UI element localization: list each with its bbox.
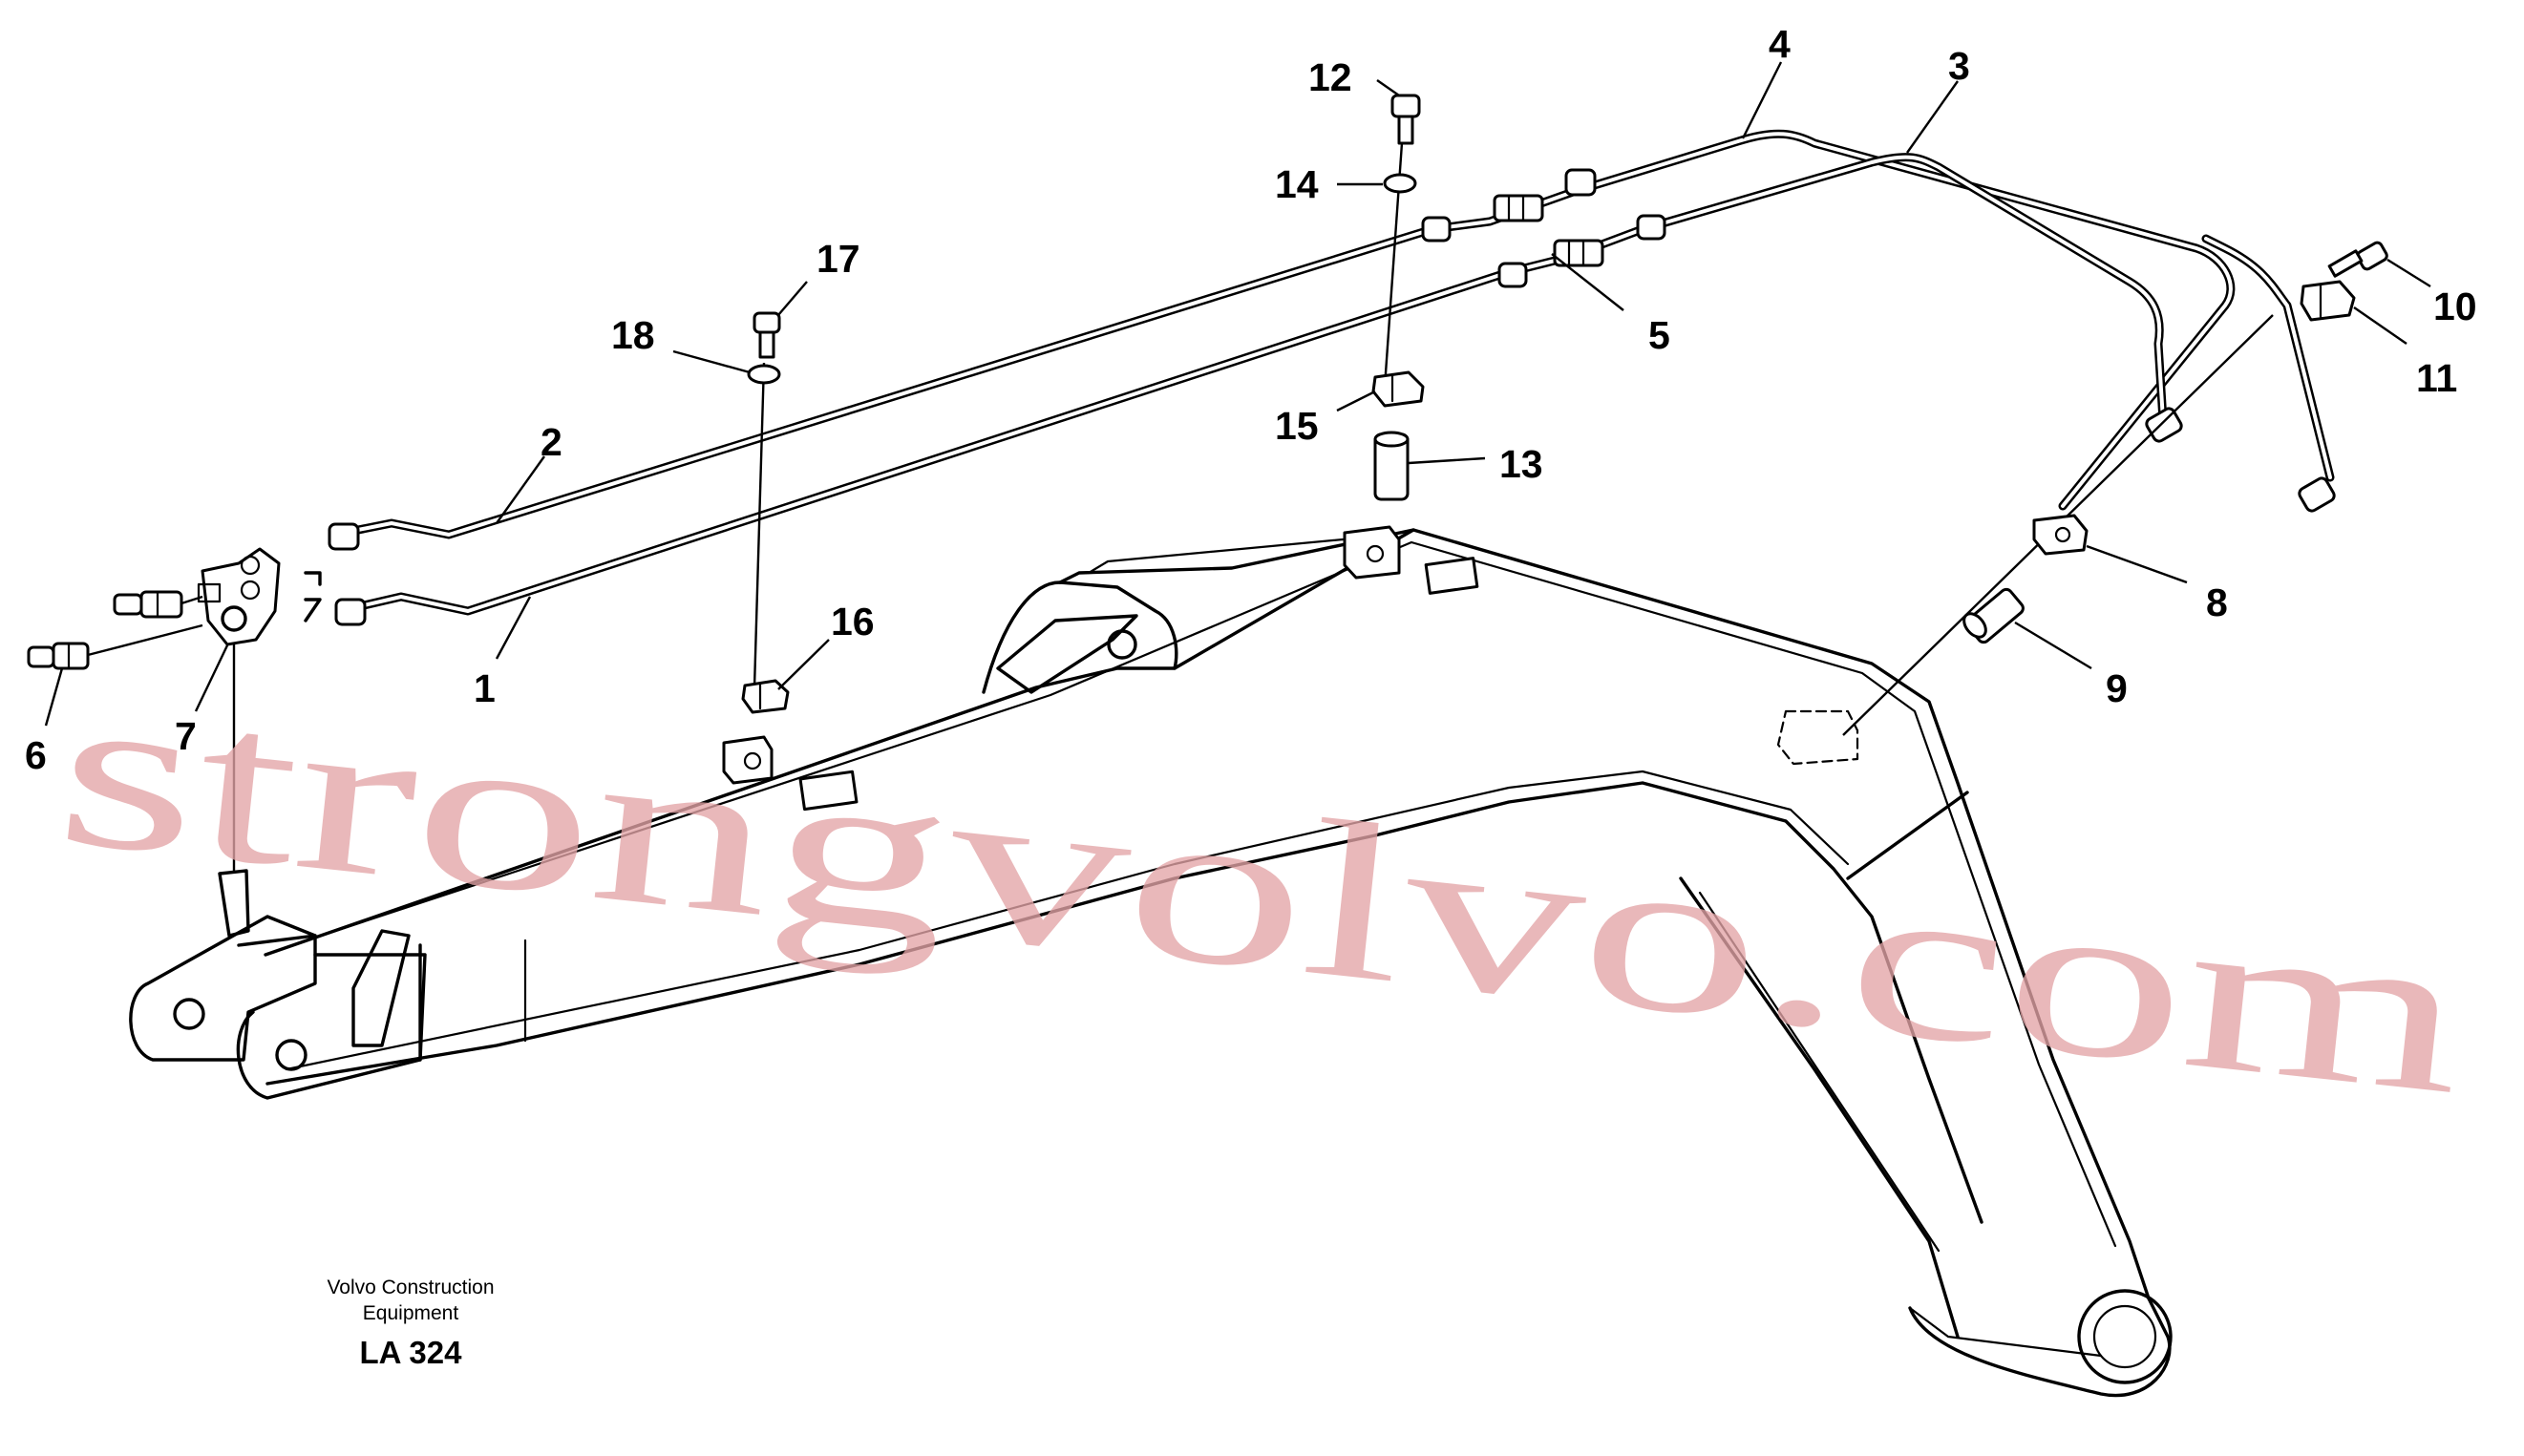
- boom-arm: [129, 528, 2173, 1398]
- washer-left: [747, 364, 781, 385]
- callout-14: 14: [1275, 162, 1319, 206]
- callout-16: 16: [831, 600, 875, 644]
- caption-line-2: Equipment: [363, 1302, 459, 1324]
- connector-adapter-upper: [1493, 194, 1544, 222]
- callout-10: 10: [2433, 285, 2477, 328]
- callout-4: 4: [1769, 22, 1791, 66]
- callout-2: 2: [541, 420, 562, 464]
- clamp-half-left: [741, 679, 790, 714]
- callout-8: 8: [2206, 580, 2228, 624]
- callout-1: 1: [474, 666, 496, 710]
- connector-adapter-lower: [1553, 239, 1604, 267]
- callout-7: 7: [175, 714, 197, 758]
- adapter-nipple-lower: [27, 623, 203, 670]
- caption-line-1: Volvo Construction: [327, 1277, 494, 1298]
- clamp-block-right: [2032, 514, 2089, 556]
- washer-top: [1383, 173, 1417, 194]
- clamp-half-top: [1371, 370, 1425, 408]
- clamp-screw-top: [1390, 94, 1421, 145]
- callout-15: 15: [1275, 404, 1319, 448]
- adapter-nipple-upper: [113, 590, 203, 619]
- callout-5: 5: [1648, 313, 1670, 357]
- callout-18: 18: [611, 313, 655, 357]
- spacer-sleeve-right: [1962, 587, 2025, 644]
- callout-9: 9: [2106, 666, 2128, 710]
- callout-12: 12: [1308, 55, 1352, 99]
- drawing-code: LA 324: [360, 1335, 463, 1370]
- callout-6: 6: [25, 733, 47, 777]
- clamp-half-right: [2300, 280, 2356, 322]
- clamp-block-left: [722, 735, 774, 785]
- clamp-block-top: [1343, 525, 1401, 580]
- watermark: strongvolvo.com: [48, 642, 2476, 1141]
- clamp-screw-left: [753, 311, 781, 359]
- callout-11: 11: [2416, 356, 2457, 400]
- callout-17: 17: [817, 237, 860, 281]
- left-manifold-block: [197, 547, 322, 874]
- pipe-assembly: [328, 129, 2336, 736]
- callout-3: 3: [1948, 44, 1970, 88]
- clamp-screw-right: [2327, 241, 2388, 278]
- callout-13: 13: [1499, 442, 1543, 486]
- spacer-sleeve-top: [1373, 431, 1410, 501]
- leader-lines: [44, 61, 2431, 727]
